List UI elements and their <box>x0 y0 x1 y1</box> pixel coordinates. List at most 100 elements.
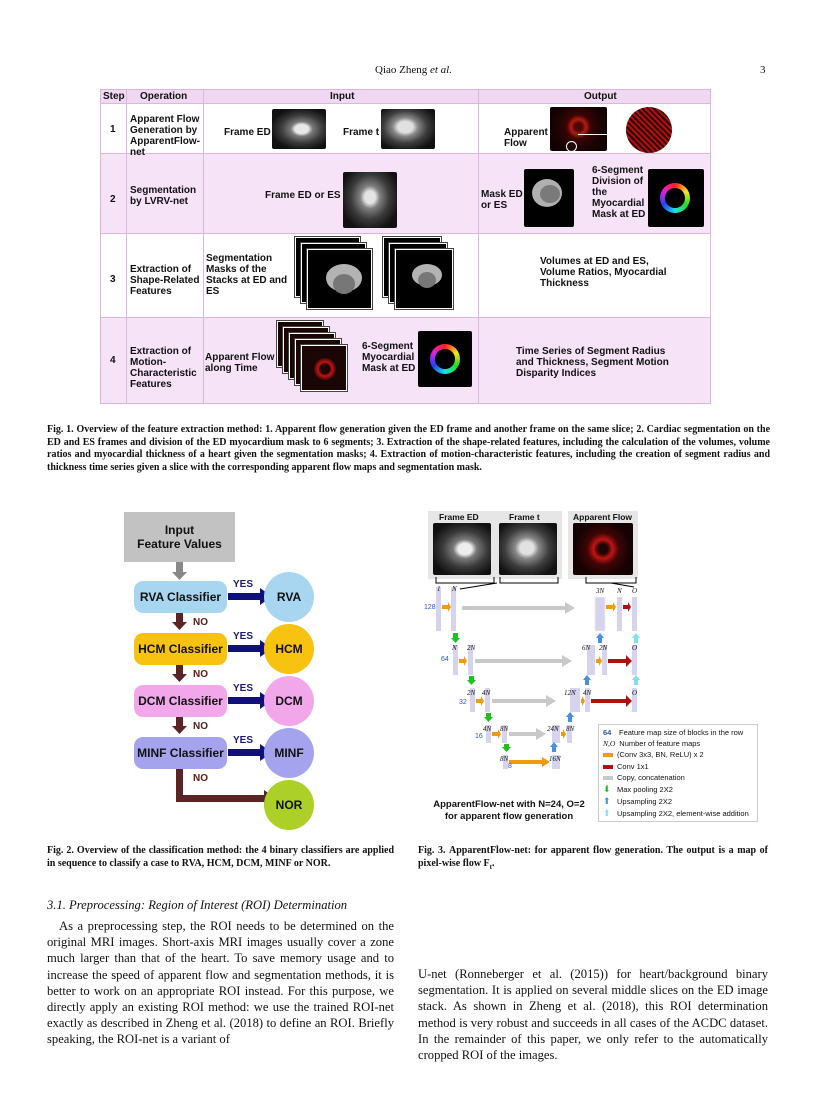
level-size-label: 64 <box>441 656 449 663</box>
fig1-caption: Fig. 1. Overview of the feature extracti… <box>47 424 770 474</box>
six-segment-mask-image <box>648 169 704 227</box>
block-label: N <box>452 585 457 593</box>
header-author: Qiao Zheng <box>375 64 428 76</box>
fig3-caption-end: . <box>492 857 495 869</box>
output-label: 6-Segment Division of the Myocardial Mas… <box>592 165 646 220</box>
dcm-outcome-circle: DCM <box>264 676 314 726</box>
minf-outcome-circle: MINF <box>264 728 314 778</box>
block-label: 16N <box>549 755 561 763</box>
operation-text: Extraction of Motion-Characteristic Feat… <box>130 346 197 390</box>
block-label: 4N <box>482 689 491 697</box>
block-label: N <box>617 587 622 595</box>
block-label: 2N <box>467 644 476 652</box>
legend-text: Upsampling 2X2 <box>617 797 673 806</box>
step-number: 1 <box>110 124 116 135</box>
header-step: Step <box>103 91 125 102</box>
fig2-caption: Fig. 2. Overview of the classification m… <box>47 845 394 870</box>
level-size-label: 8 <box>508 763 512 770</box>
input-label: 6-Segment Myocardial Mask at ED <box>362 341 416 374</box>
mask-stack-image <box>395 249 453 309</box>
yes-label: YES <box>233 735 254 746</box>
fig1-caption-label: Fig. 1. <box>47 424 74 435</box>
legend-item: (Conv 3x3, BN, ReLU) x 2 <box>603 750 704 759</box>
input-label-line2: Feature Values <box>137 537 222 551</box>
step-number: 4 <box>110 355 116 366</box>
unet-diagram <box>435 577 640 769</box>
flow-stack-image <box>301 345 347 391</box>
zoom-marker-circle <box>566 141 577 152</box>
rva-classifier-box: RVA Classifier <box>134 581 227 613</box>
block-label: 6N <box>582 644 591 652</box>
no-label: NO <box>193 721 208 732</box>
mri-frame-ed-image <box>272 109 326 149</box>
flow-zoom-image <box>626 107 672 153</box>
fig3-caption-text: ApparentFlow-net: for apparent flow gene… <box>418 845 769 869</box>
frame-ed-label: Frame ED <box>439 512 479 522</box>
block-label: N <box>452 644 457 652</box>
header-input: Input <box>330 91 355 102</box>
legend-text: Number of feature maps <box>619 739 701 748</box>
operation-text: Segmentation by LVRV-net <box>130 185 197 207</box>
output-label: Apparent Flow <box>504 127 548 149</box>
fig1-caption-text: Overview of the feature extraction metho… <box>47 424 771 473</box>
output-label: Volumes at ED and ES, Volume Ratios, Myo… <box>540 256 667 289</box>
nor-outcome-circle: NOR <box>264 780 314 830</box>
input-feature-values-box: Input Feature Values <box>124 512 235 562</box>
body-column-right: U-net (Ronneberger et al. (2015)) for he… <box>418 967 768 1063</box>
hcm-classifier-box: HCM Classifier <box>134 633 227 665</box>
legend-item: ⬆ Upsampling 2X2 <box>603 796 673 807</box>
input-label: Frame ED or ES <box>265 190 341 201</box>
section-title: 3.1. Preprocessing: Region of Interest (… <box>47 898 348 912</box>
level-size-label: 32 <box>459 699 467 706</box>
fig2-caption-text: Overview of the classification method: t… <box>47 845 395 869</box>
hcm-outcome-circle: HCM <box>264 624 314 674</box>
level-size-label: 128 <box>424 604 436 611</box>
red-arrow-icon <box>603 764 613 769</box>
block-label: 2N <box>599 644 608 652</box>
table-row <box>100 153 711 233</box>
legend-text: Copy, concatenation <box>617 773 685 782</box>
fig3-caption: Fig. 3. ApparentFlow-net: for apparent f… <box>418 845 768 873</box>
no-label: NO <box>193 669 208 680</box>
frame-t-image <box>499 523 557 575</box>
header-author-suffix: et al. <box>429 64 452 76</box>
mask-ed-es-image <box>524 169 574 227</box>
legend-item: ⬆ Upsampling 2X2, element-wise addition <box>603 808 749 819</box>
block-label: 4N <box>583 689 592 697</box>
frame-ed-image <box>433 523 491 575</box>
block-label: 4N <box>483 725 492 733</box>
operation-text: Extraction of Shape-Related Features <box>130 264 200 297</box>
level-size-label: 16 <box>475 733 483 740</box>
mri-frame-t-image <box>381 109 435 149</box>
block-label: 8N <box>566 725 575 733</box>
dcm-classifier-box: DCM Classifier <box>134 685 227 717</box>
fig2-caption-label: Fig. 2. <box>47 845 74 856</box>
fig3-title-line1: ApparentFlow-net with N=24, O=2 <box>433 799 585 810</box>
blue-up-arrow-icon: ⬆ <box>603 796 611 806</box>
header-output: Output <box>584 91 617 102</box>
output-label: Time Series of Segment Radius and Thickn… <box>516 346 669 379</box>
legend-text: Conv 1x1 <box>617 762 649 771</box>
legend-text: Upsampling 2X2, element-wise addition <box>617 809 749 818</box>
no-label: NO <box>193 773 208 784</box>
mask-stack-image <box>307 249 372 309</box>
yes-label: YES <box>233 683 254 694</box>
cyan-up-arrow-icon: ⬆ <box>603 808 611 818</box>
legend-item: Conv 1x1 <box>603 762 649 771</box>
apparent-flow-image <box>550 107 607 151</box>
no-label: NO <box>193 617 208 628</box>
legend-text: Feature map size of blocks in the row <box>619 728 744 737</box>
fig3-title: ApparentFlow-net with N=24, O=2 for appa… <box>424 799 594 823</box>
input-label-line1: Input <box>164 523 195 537</box>
block-label: O <box>632 587 638 595</box>
flowchart-arrows <box>172 562 276 807</box>
orange-arrow-icon <box>603 752 613 757</box>
yes-label: YES <box>233 579 254 590</box>
frame-t-label: Frame t <box>509 512 540 522</box>
fig3-title-line2: for apparent flow generation <box>444 811 574 822</box>
page-number: 3 <box>760 64 766 76</box>
body-column-left: As a preprocessing step, the ROI needs t… <box>47 919 394 1047</box>
